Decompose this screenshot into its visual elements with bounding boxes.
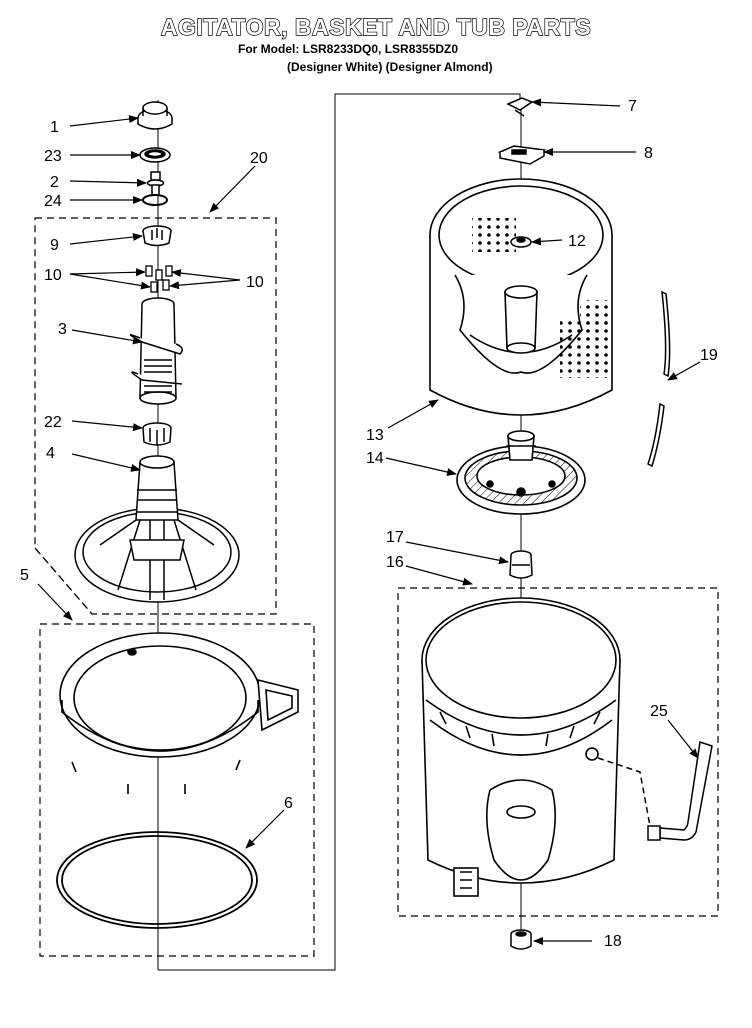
callout-10-right: 10 xyxy=(246,274,264,291)
cap-seal xyxy=(139,147,171,163)
leader-22 xyxy=(71,420,143,432)
leader-10a xyxy=(69,268,146,277)
agitator-base xyxy=(74,455,240,603)
callout-20: 20 xyxy=(250,150,268,167)
agitator-cap xyxy=(137,101,173,130)
callout-16: 16 xyxy=(386,554,404,571)
leader-5 xyxy=(37,583,73,621)
callout-18: 18 xyxy=(604,933,622,950)
leader-7 xyxy=(531,98,621,107)
diagram-title: AGITATOR, BASKET AND TUB PARTS xyxy=(160,13,592,40)
leader-3 xyxy=(71,329,143,345)
callout-3: 3 xyxy=(58,321,67,338)
leader-10b xyxy=(69,273,151,290)
basket-nut xyxy=(510,236,532,248)
tub-ring-group-box xyxy=(39,623,315,957)
bolt-washer xyxy=(142,194,168,206)
drain-hose xyxy=(597,741,713,841)
leader-6 xyxy=(245,809,285,849)
callout-22: 22 xyxy=(44,414,62,431)
agitator-dog-carrier xyxy=(142,225,172,247)
leader-17 xyxy=(405,541,509,565)
leader-10d xyxy=(169,279,241,290)
callout-13: 13 xyxy=(366,427,384,444)
outer-tub xyxy=(421,597,621,897)
tub-drain-nozzle xyxy=(510,929,532,950)
agitator-to-tub-ring-leader xyxy=(34,547,93,615)
agitator-auger xyxy=(129,297,183,405)
callout-2: 2 xyxy=(50,174,59,191)
leader-16 xyxy=(405,565,473,586)
callout-1: 1 xyxy=(50,119,59,136)
tub-ring xyxy=(59,632,299,794)
variant-line: (Designer White) (Designer Almond) xyxy=(287,60,493,74)
leader-14 xyxy=(385,457,457,476)
callout-19: 19 xyxy=(700,347,718,364)
spin-nut-clip xyxy=(506,97,534,117)
callout-25: 25 xyxy=(650,703,668,720)
leader-10c xyxy=(171,269,241,281)
callout-4: 4 xyxy=(46,445,55,462)
leader-12 xyxy=(531,237,563,246)
callout-10-left: 10 xyxy=(44,267,62,284)
outer-tub-group-box xyxy=(397,587,719,917)
callout-7: 7 xyxy=(628,98,637,115)
callout-12: 12 xyxy=(568,233,586,250)
agitator-bolt xyxy=(146,171,165,196)
leader-13 xyxy=(387,399,439,429)
callout-17: 17 xyxy=(386,529,404,546)
basket-hose xyxy=(647,290,671,468)
leader-9 xyxy=(69,233,143,245)
agitator-dogs xyxy=(145,265,173,293)
callout-24: 24 xyxy=(44,193,62,210)
callout-9: 9 xyxy=(50,237,59,254)
callout-8: 8 xyxy=(644,145,653,162)
callout-6: 6 xyxy=(284,795,293,812)
leader-1 xyxy=(69,115,139,127)
callout-14: 14 xyxy=(366,450,384,467)
agitator-group-box xyxy=(34,217,277,615)
agitator-coupling xyxy=(142,422,172,446)
leader-20 xyxy=(209,165,256,213)
hub-bearing xyxy=(509,550,533,579)
callout-23: 23 xyxy=(44,148,62,165)
callout-5: 5 xyxy=(20,567,29,584)
leader-19 xyxy=(667,361,701,381)
spin-basket xyxy=(429,178,613,416)
leader-4 xyxy=(71,453,141,472)
leader-25 xyxy=(667,719,699,759)
leader-2 xyxy=(69,178,147,187)
ring-seal xyxy=(56,831,258,929)
model-line: For Model: LSR8233DQ0, LSR8355DZ0 xyxy=(238,42,459,56)
hub-drive-block xyxy=(456,430,586,515)
basket-drive-nut xyxy=(497,145,547,165)
